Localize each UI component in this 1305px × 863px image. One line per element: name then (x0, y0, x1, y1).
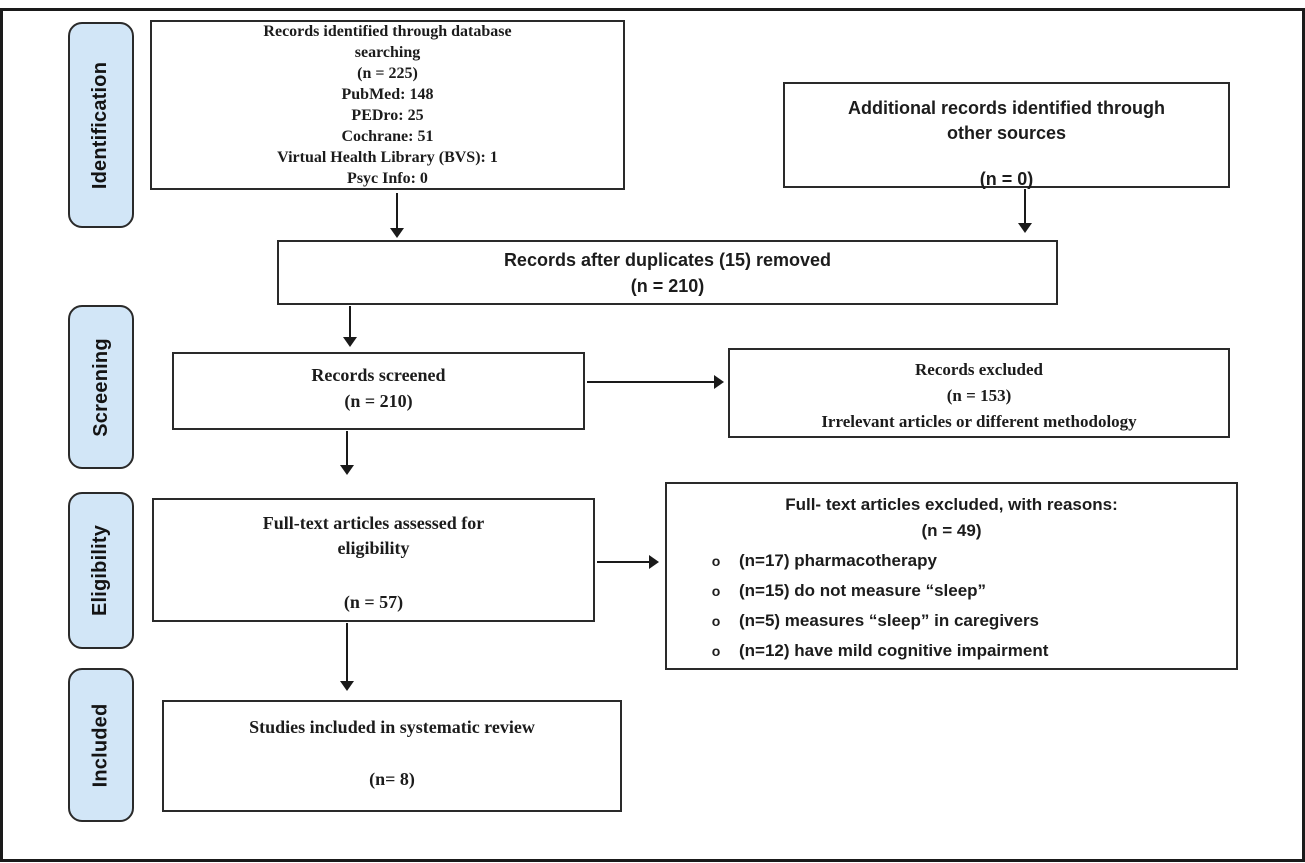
box-text-line: (n = 225) (357, 65, 418, 82)
box-n-value: (n = 210) (344, 391, 413, 411)
arrow-down-icon (1018, 189, 1032, 233)
box-text-line: Records excluded (915, 360, 1043, 379)
box-text-line: Records after duplicates (15) removed (503, 249, 832, 270)
box-n-value: (n = 57) (343, 592, 404, 612)
stage-label-identification: Identification (68, 22, 134, 228)
arrow-right-icon (587, 375, 724, 389)
stage-label-text: Screening (89, 337, 112, 437)
box-text-line: PEDro: 25 (351, 107, 424, 124)
box-fulltext-excluded: Full- text articles excluded, with reaso… (665, 482, 1238, 670)
exclusion-reason-text: (n=5) measures “sleep” in caregivers (739, 611, 1040, 630)
stage-label-included: Included (68, 668, 134, 822)
box-text-line: eligibility (337, 538, 410, 558)
box-text-line: Additional records identified through (848, 98, 1165, 118)
stage-label-eligibility: Eligibility (68, 492, 134, 649)
bullet-icon: o (711, 643, 721, 659)
box-text-line: Full- text articles excluded, with reaso… (785, 495, 1118, 514)
arrow-down-icon (340, 431, 354, 475)
box-records-identified: Records identified through database sear… (150, 20, 625, 190)
box-fulltext-assessed: Full-text articles assessed for eligibil… (152, 498, 595, 622)
stage-label-text: Eligibility (89, 524, 112, 617)
box-text-line: Records identified through database (263, 23, 512, 40)
box-text-line: Psyc Info: 0 (347, 170, 428, 187)
box-n-value: (n = 0) (979, 169, 1034, 189)
box-records-excluded: Records excluded (n = 153) Irrelevant ar… (728, 348, 1230, 438)
box-n-value: (n = 153) (946, 386, 1012, 405)
box-studies-included: Studies included in systematic review (n… (162, 700, 622, 812)
box-text-line: Virtual Health Library (BVS): 1 (277, 149, 498, 166)
stage-label-text: Identification (89, 61, 112, 189)
box-additional-records: Additional records identified through ot… (783, 82, 1230, 189)
box-n-value: (n = 49) (921, 521, 982, 540)
exclusion-reason-text: (n=17) pharmacotherapy (739, 551, 937, 570)
exclusion-reason-item: o (n=12) have mild cognitive impairment (693, 636, 1236, 666)
box-text-line: Full-text articles assessed for (262, 513, 485, 533)
arrow-down-icon (343, 306, 357, 347)
exclusion-reason-text: (n=12) have mild cognitive impairment (739, 641, 1049, 660)
stage-label-screening: Screening (68, 305, 134, 469)
box-text-line: Studies included in systematic review (249, 717, 535, 737)
bullet-icon: o (711, 553, 721, 569)
bullet-icon: o (711, 583, 721, 599)
box-text-line: PubMed: 148 (341, 86, 434, 103)
box-text-line: Irrelevant articles or different methodo… (821, 412, 1137, 431)
box-text-line: Cochrane: 51 (341, 128, 434, 145)
box-text-line: other sources (946, 123, 1067, 143)
box-text-line: searching (354, 44, 421, 61)
box-after-duplicates: Records after duplicates (15) removed (n… (277, 240, 1058, 305)
box-text-line: Records screened (311, 365, 446, 385)
box-n-value: (n= 8) (369, 769, 415, 789)
box-n-value: (n = 210) (630, 275, 705, 296)
box-records-screened: Records screened (n = 210) (172, 352, 585, 430)
exclusion-reason-item: o (n=5) measures “sleep” in caregivers (693, 606, 1236, 636)
bullet-icon: o (711, 613, 721, 629)
exclusion-reason-item: o (n=15) do not measure “sleep” (693, 576, 1236, 606)
exclusion-reason-list: o (n=17) pharmacotherapy o (n=15) do not… (667, 546, 1236, 666)
stage-label-text: Included (89, 703, 112, 787)
arrow-right-icon (597, 555, 659, 569)
arrow-down-icon (340, 623, 354, 691)
arrow-down-icon (390, 193, 404, 238)
exclusion-reason-text: (n=15) do not measure “sleep” (739, 581, 987, 600)
exclusion-reason-item: o (n=17) pharmacotherapy (693, 546, 1236, 576)
